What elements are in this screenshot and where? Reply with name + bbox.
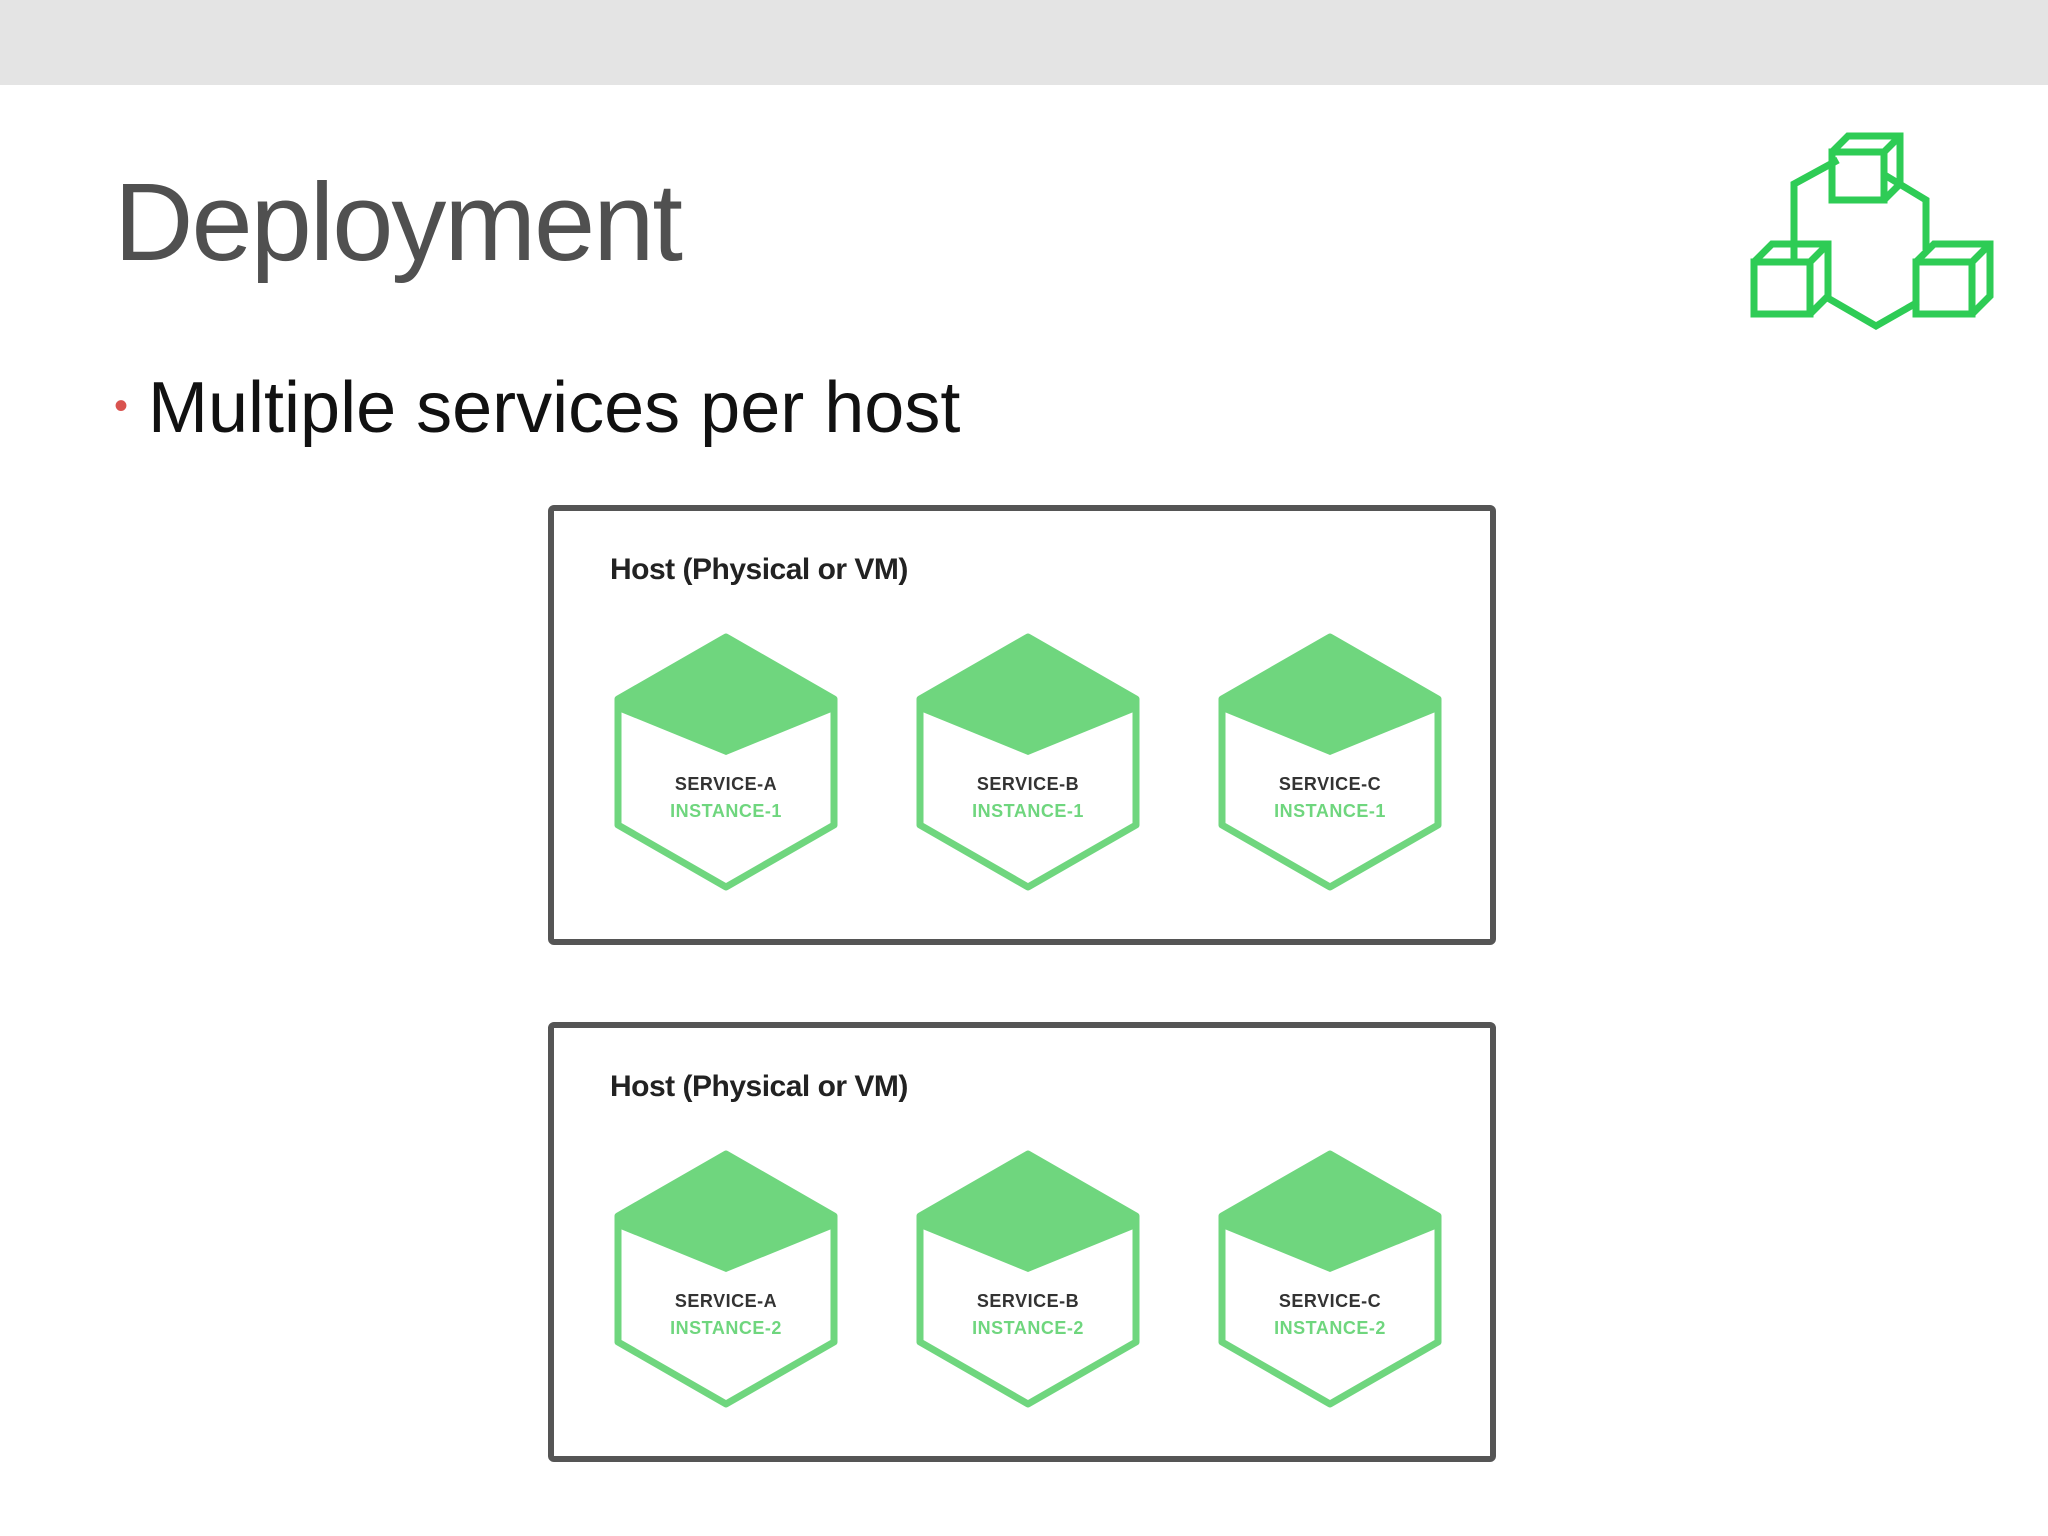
service-name: SERVICE-C [1278, 1291, 1382, 1311]
service-instance: INSTANCE-2 [670, 1318, 782, 1338]
hexagon-cube-icon [1218, 1150, 1442, 1408]
bullet-text: Multiple services per host [148, 368, 961, 448]
service-instance: INSTANCE-1 [972, 801, 1084, 821]
service-name: SERVICE-B [976, 774, 1080, 794]
host-label: Host (Physical or VM) [610, 553, 908, 586]
hexagon-cube-icon [916, 633, 1140, 891]
host-label: Host (Physical or VM) [610, 1070, 908, 1103]
service-node: SERVICE-A INSTANCE-2 [608, 1148, 844, 1410]
top-bar [0, 0, 2048, 85]
hexagon-cube-icon [614, 633, 838, 891]
service-node: SERVICE-B INSTANCE-2 [910, 1148, 1146, 1410]
host-box-2: Host (Physical or VM) SERVICE-A INSTANCE… [548, 1022, 1496, 1462]
service-node: SERVICE-C INSTANCE-1 [1212, 631, 1448, 893]
service-node: SERVICE-A INSTANCE-1 [608, 631, 844, 893]
service-name: SERVICE-B [976, 1291, 1080, 1311]
host-box-1: Host (Physical or VM) SERVICE-A INSTANCE… [548, 505, 1496, 945]
service-instance: INSTANCE-1 [670, 801, 782, 821]
slide-title: Deployment [114, 161, 683, 284]
service-node: SERVICE-B INSTANCE-1 [910, 631, 1146, 893]
cubes-network-icon [1750, 132, 1994, 331]
service-instance: INSTANCE-2 [972, 1318, 1084, 1338]
service-name: SERVICE-A [674, 1291, 778, 1311]
service-instance: INSTANCE-1 [1274, 801, 1386, 821]
hexagon-cube-icon [614, 1150, 838, 1408]
bullet-item: • Multiple services per host [114, 372, 960, 444]
bullet-dot-icon: • [114, 384, 129, 428]
service-name: SERVICE-A [674, 774, 778, 794]
service-instance: INSTANCE-2 [1274, 1318, 1386, 1338]
hexagon-cube-icon [916, 1150, 1140, 1408]
hexagon-cube-icon [1218, 633, 1442, 891]
service-name: SERVICE-C [1278, 774, 1382, 794]
service-node: SERVICE-C INSTANCE-2 [1212, 1148, 1448, 1410]
